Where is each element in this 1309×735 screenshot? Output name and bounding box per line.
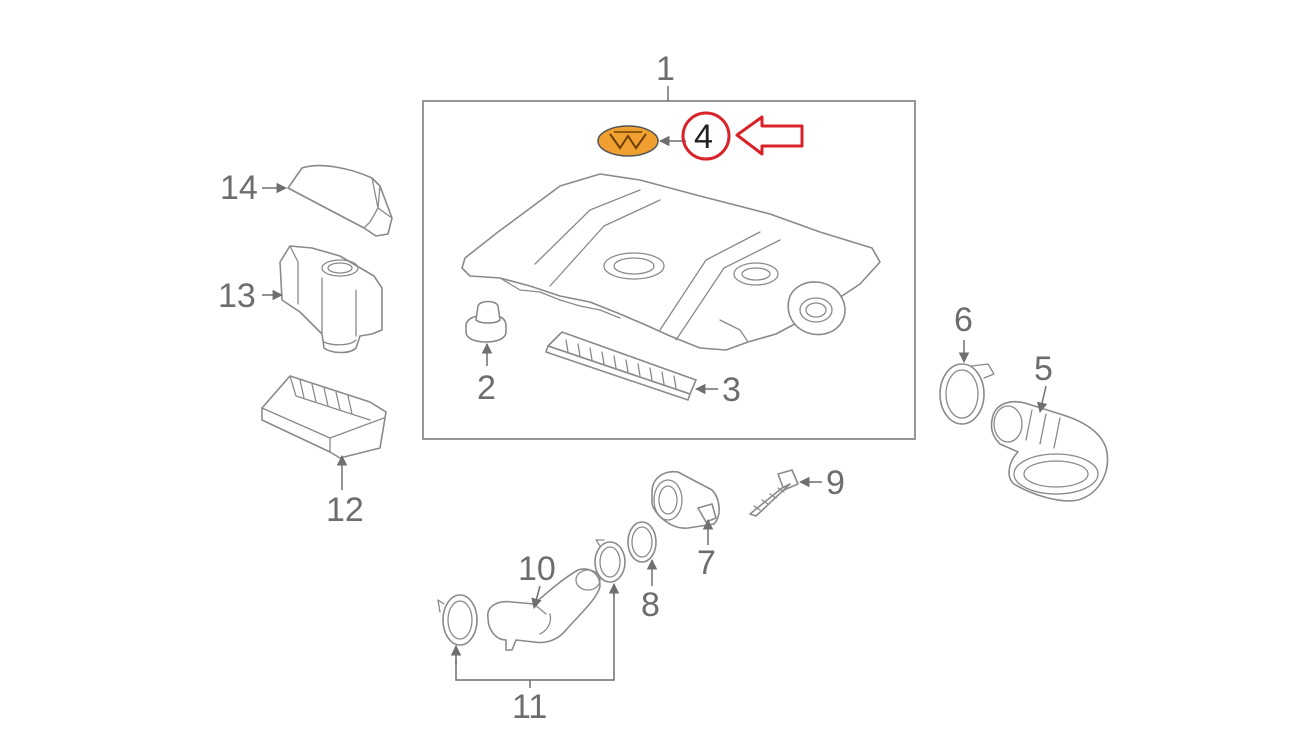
duct-housing-part-13[interactable]: [279, 245, 383, 354]
callout-9: 9: [826, 464, 845, 502]
callout-5: 5: [1034, 350, 1053, 388]
callout-13: 13: [218, 277, 256, 315]
highlight-ring: [681, 111, 731, 161]
engine-cover[interactable]: [461, 173, 881, 351]
leader-5: [1037, 385, 1048, 414]
callout-10: 10: [518, 550, 556, 588]
grommet-part-2[interactable]: [465, 300, 507, 343]
callout-6: 6: [954, 301, 973, 339]
filter-part-3[interactable]: [545, 331, 697, 401]
o-ring-part-8[interactable]: [627, 521, 657, 563]
callout-8: 8: [641, 586, 660, 624]
callout-1: 1: [656, 50, 675, 88]
hose-part-5[interactable]: [990, 400, 1109, 502]
callout-3: 3: [722, 371, 741, 409]
hollow-arrow-left-icon: [735, 115, 804, 156]
callout-11: 11: [512, 688, 547, 726]
clamp-part-11-right[interactable]: [594, 539, 626, 583]
emblem-part-4[interactable]: [597, 125, 659, 157]
bolt-part-9[interactable]: [749, 469, 799, 517]
cover-part-14[interactable]: [287, 164, 393, 237]
assembly-box: [422, 100, 916, 440]
callout-4: 4: [694, 118, 713, 156]
callout-2: 2: [477, 369, 496, 407]
clamp-part-11-left[interactable]: [437, 594, 478, 646]
air-flow-sensor-part-7[interactable]: [651, 470, 720, 529]
leader-11: [455, 586, 615, 681]
clamp-part-6[interactable]: [939, 363, 995, 425]
air-guide-part-12[interactable]: [261, 375, 387, 459]
callout-14: 14: [220, 169, 258, 207]
callout-12: 12: [326, 491, 364, 529]
callout-7: 7: [697, 544, 716, 582]
leader-10: [531, 585, 542, 610]
